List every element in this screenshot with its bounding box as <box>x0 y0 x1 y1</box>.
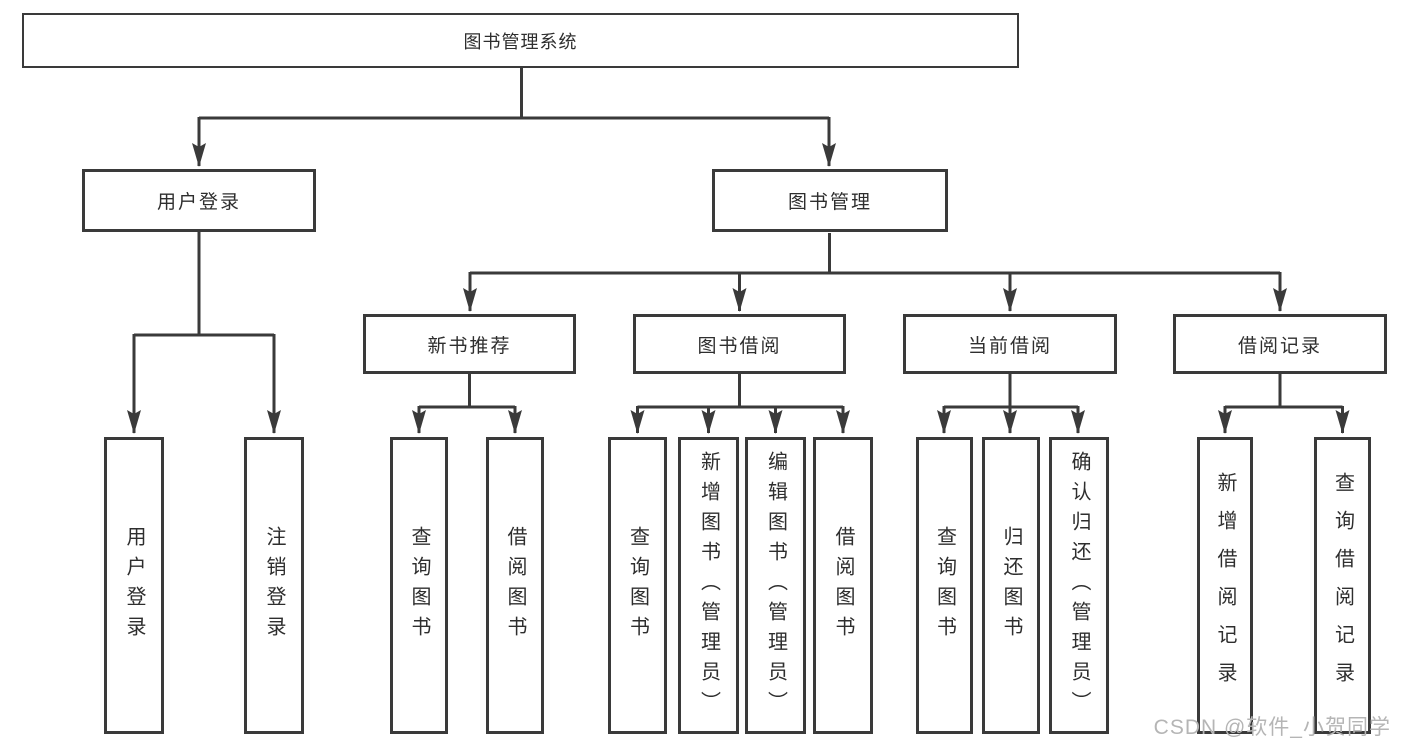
node-user-login: 用户登录 <box>82 169 316 232</box>
csdn-watermark: CSDN @软件_小贺同学 <box>1153 716 1391 739</box>
leaf-label: 借阅图书 <box>504 525 526 646</box>
leaf-add-borrow-record: 新增借阅记录 <box>1197 437 1253 734</box>
leaf-edit-books-admin: 编辑图书（管理员） <box>745 437 806 734</box>
leaf-query-books-current: 查询图书 <box>916 437 973 734</box>
leaf-query-books-recommend: 查询图书 <box>390 437 448 734</box>
leaf-confirm-return-admin: 确认归还（管理员） <box>1049 437 1109 734</box>
leaf-label: 借阅图书 <box>832 525 854 646</box>
leaf-label: 注销登录 <box>263 525 285 646</box>
leaf-label: 确认归还（管理员） <box>1068 450 1090 721</box>
node-current-borrowing: 当前借阅 <box>903 314 1117 374</box>
leaf-user-login: 用户登录 <box>104 437 164 734</box>
leaf-borrow-books: 借阅图书 <box>813 437 873 734</box>
node-borrowing-records: 借阅记录 <box>1173 314 1387 374</box>
leaf-label: 新增借阅记录 <box>1214 471 1236 700</box>
leaf-add-books-admin: 新增图书（管理员） <box>678 437 739 734</box>
leaf-label: 新增图书（管理员） <box>697 450 720 721</box>
leaf-label: 查询图书 <box>933 525 956 646</box>
leaf-query-books-borrowing: 查询图书 <box>608 437 667 734</box>
leaf-return-books: 归还图书 <box>982 437 1040 734</box>
node-book-management: 图书管理 <box>712 169 948 232</box>
leaf-label: 查询图书 <box>408 525 430 646</box>
leaf-label: 查询图书 <box>626 525 649 646</box>
leaf-label: 编辑图书（管理员） <box>764 450 787 721</box>
node-book-management-system: 图书管理系统 <box>22 13 1019 68</box>
leaf-borrow-books-recommend: 借阅图书 <box>486 437 544 734</box>
node-book-borrowing: 图书借阅 <box>633 314 846 374</box>
leaf-query-borrow-record: 查询借阅记录 <box>1314 437 1371 734</box>
node-new-book-recommend: 新书推荐 <box>363 314 576 374</box>
leaf-label: 用户登录 <box>123 525 145 646</box>
leaf-logout: 注销登录 <box>244 437 304 734</box>
leaf-label: 查询借阅记录 <box>1331 471 1354 700</box>
leaf-label: 归还图书 <box>1000 525 1022 646</box>
